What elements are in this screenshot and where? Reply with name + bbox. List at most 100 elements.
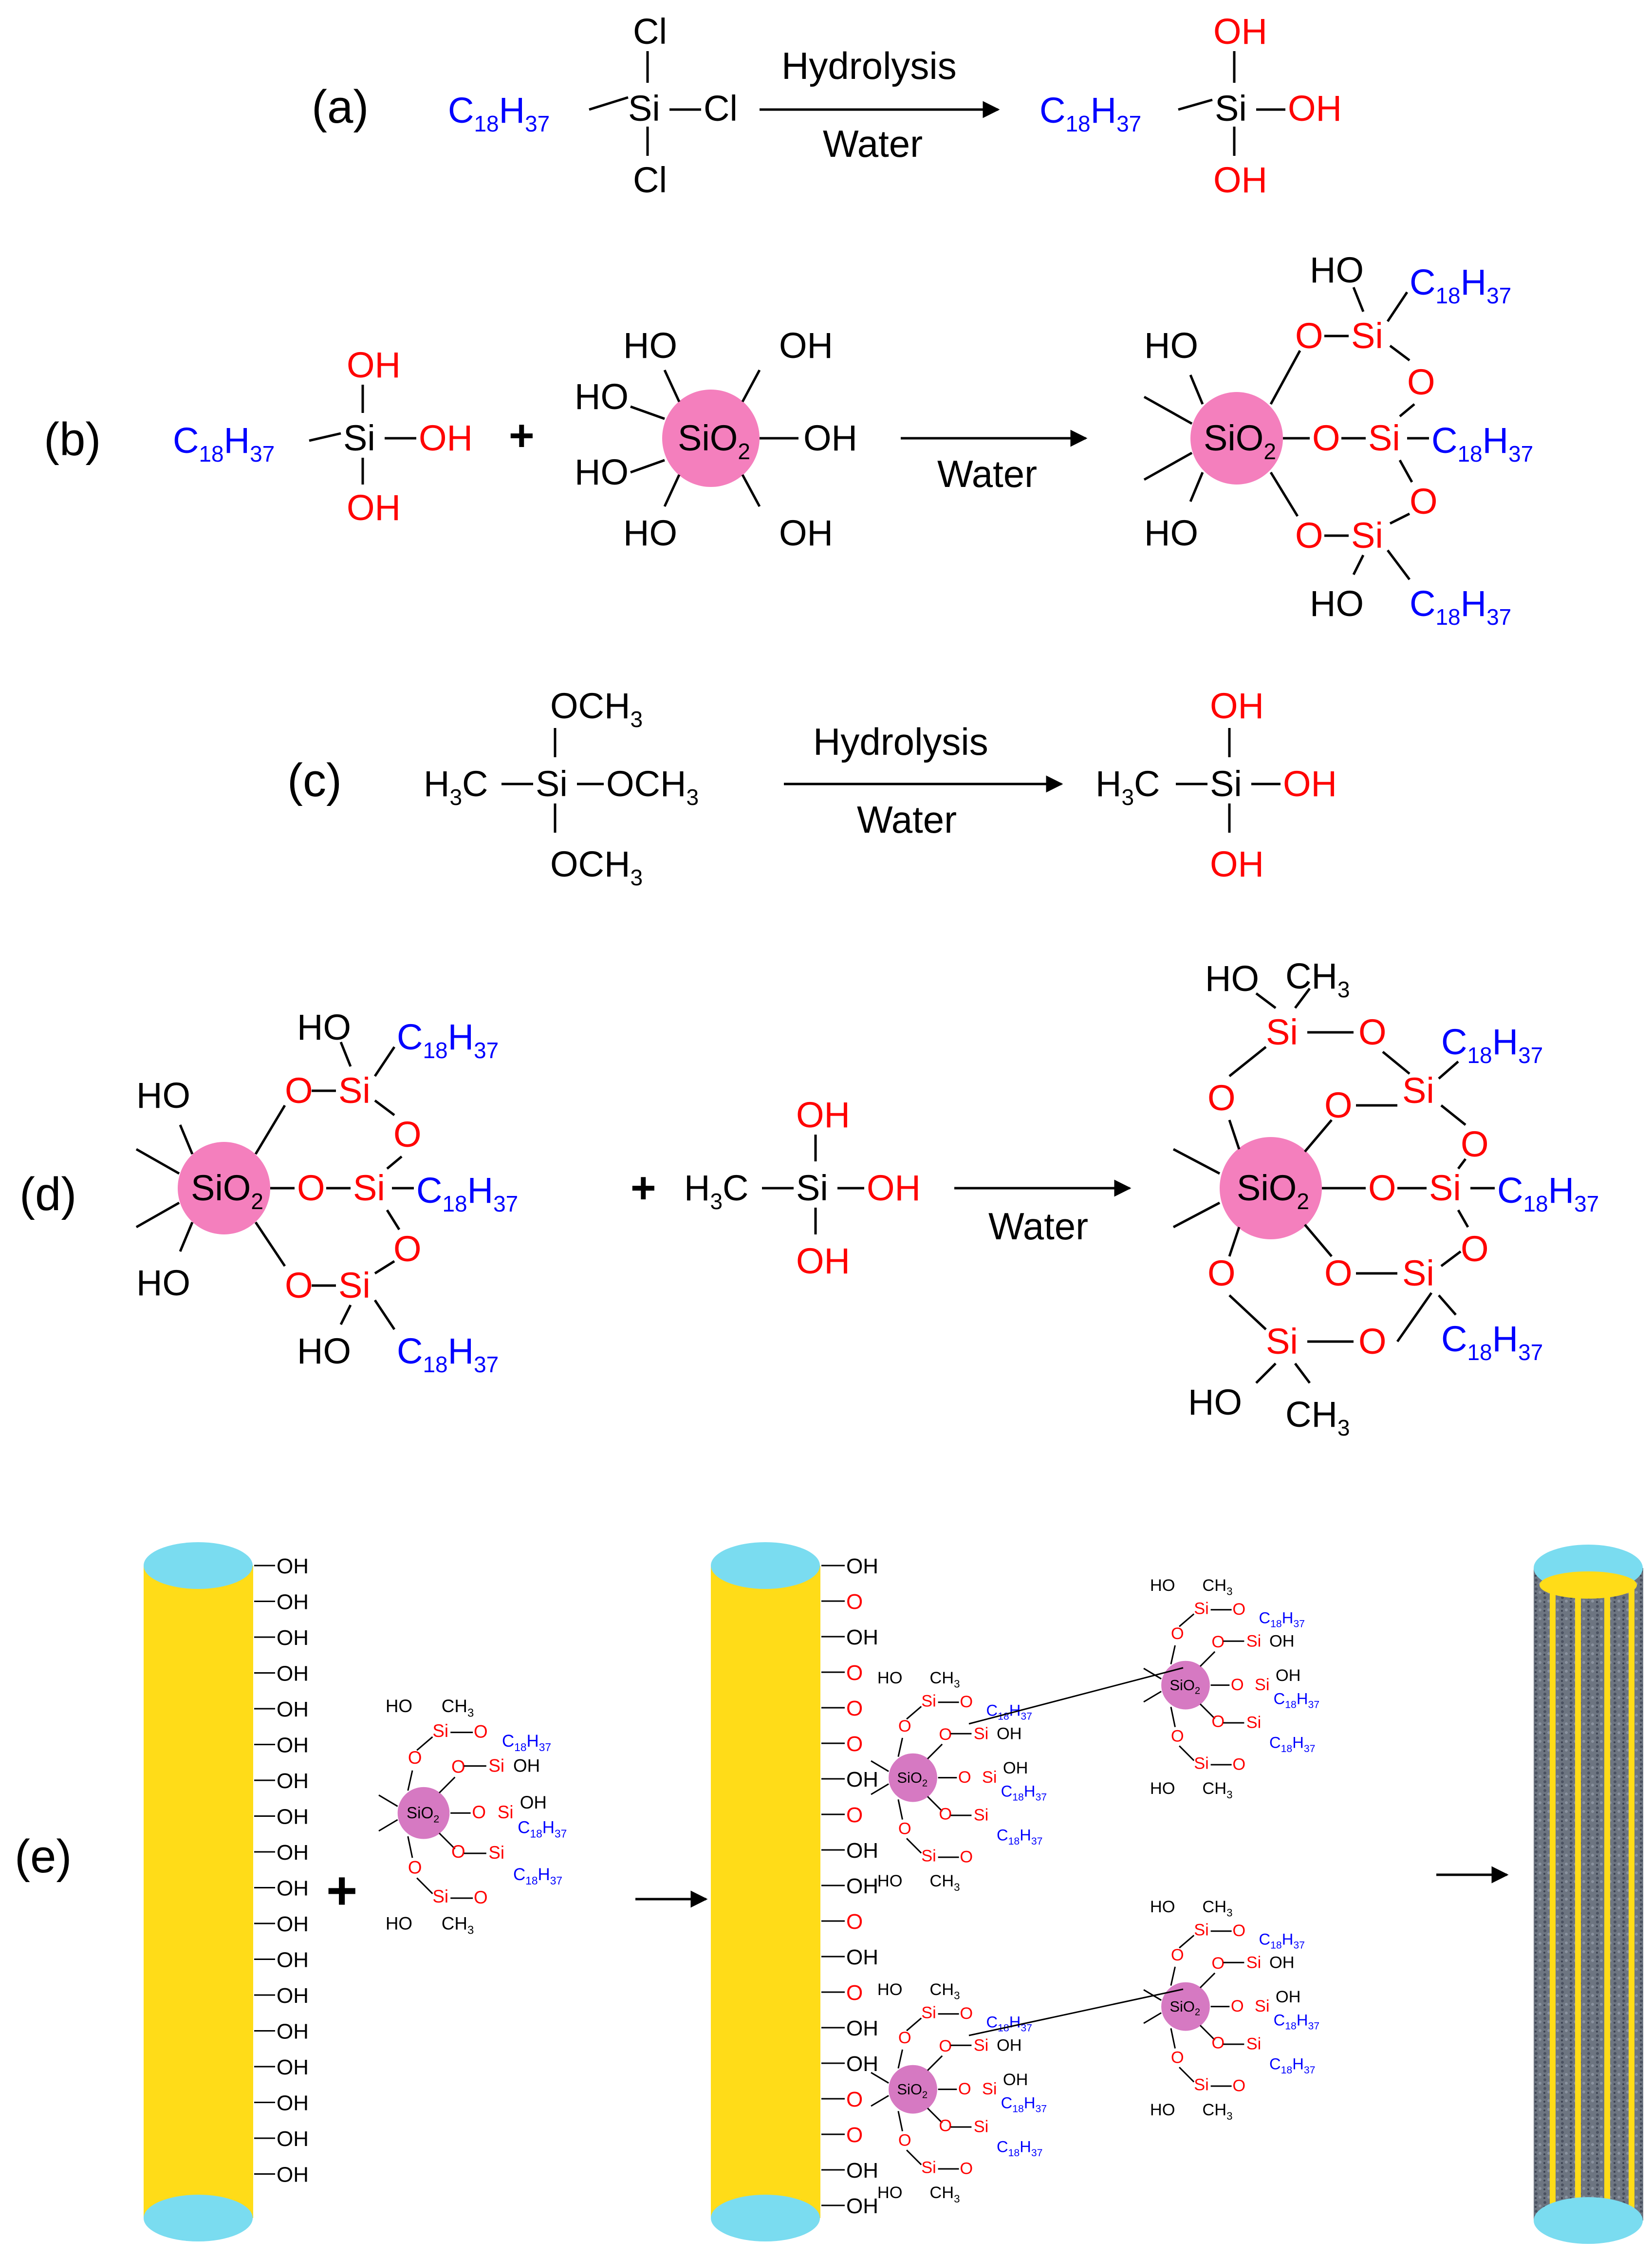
alkyl-group: C18H37: [1259, 1930, 1305, 1951]
oxygen-atom: O: [1171, 1624, 1184, 1643]
alkyl-group: C18H37: [1269, 1734, 1315, 1754]
oxygen-atom: O: [898, 2029, 911, 2047]
oxygen-atom: O: [1232, 2076, 1245, 2095]
oxygen-atom: O: [1171, 1946, 1184, 1964]
oxygen-atom: O: [1295, 316, 1323, 356]
silicon-atom: Si: [488, 1843, 504, 1863]
oxygen-atom: O: [846, 1697, 863, 1720]
silicon-atom: Si: [982, 1768, 997, 1787]
silica-label: SiO2: [897, 1769, 928, 1789]
silicon-atom: Si: [921, 2003, 936, 2022]
oxygen-atom: O: [1211, 2034, 1225, 2053]
hydroxyl-group: HO: [575, 452, 629, 492]
hydroxyl-group: HO: [1150, 1576, 1175, 1595]
panel-label-b: (b): [44, 413, 101, 466]
panel-label-d: (d): [19, 1168, 76, 1220]
hydroxyl-group: OH: [997, 2036, 1022, 2054]
alkyl-group: C18H37: [1274, 1689, 1319, 1710]
hydroxyl-group: OH: [277, 1698, 309, 1721]
oxygen-atom: O: [393, 1229, 422, 1269]
grafted-silica-product: SiO2 HO HO O Si HO C18H37 O O Si C18H37: [1143, 250, 1533, 630]
hydroxyl-group: OH: [277, 1626, 309, 1650]
silicon-atom: Si: [974, 2117, 989, 2136]
oxygen-atom: O: [1231, 1676, 1244, 1694]
oxygen-atom: O: [285, 1265, 313, 1306]
hydroxyl-group: OH: [997, 1724, 1022, 1743]
oxygen-atom: O: [846, 2088, 863, 2111]
alkyl-group: C18H37: [1269, 2055, 1315, 2076]
silicon-atom: Si: [1194, 2076, 1209, 2094]
hydroxyl-group: HO: [1144, 325, 1198, 366]
hydroxyl-group: OH: [277, 1805, 309, 1829]
hydroxyl-group: OH: [277, 1769, 309, 1793]
chlorine-atom: Cl: [633, 160, 667, 200]
silica-label: SiO2: [1204, 418, 1276, 464]
hydroxyl-group: OH: [846, 2159, 878, 2183]
oxygen-atom: O: [898, 1820, 911, 1838]
arrow-label-water: Water: [857, 798, 957, 841]
oxygen-atom: O: [1312, 418, 1340, 458]
silicon-atom: Si: [1266, 1321, 1298, 1362]
hydroxyl-group: OH: [277, 1984, 309, 2008]
hydroxyl-group: OH: [779, 325, 833, 366]
alkyl-group: C18H37: [173, 420, 275, 467]
hydroxyl-group: HO: [1144, 513, 1198, 553]
hydroxyl-group: OH: [277, 1554, 309, 1578]
silicon-atom: Si: [982, 2080, 997, 2098]
silicon-atom: Si: [1255, 1997, 1270, 2015]
chlorine-atom: Cl: [704, 88, 738, 129]
hydroxyl-group: OH: [846, 1625, 878, 1649]
oxygen-atom: O: [898, 1717, 911, 1735]
silicon-atom: Si: [921, 1847, 936, 1866]
silicon-atom: Si: [498, 1802, 514, 1822]
silicon-atom: Si: [1266, 1012, 1298, 1052]
silica-label: SiO2: [897, 2081, 928, 2101]
silicon-atom: Si: [432, 1721, 448, 1741]
oxygen-atom: O: [846, 1910, 863, 1934]
hydroxyl-group: OH: [846, 2052, 878, 2076]
silica-nanoparticle: [397, 1787, 450, 1839]
hydroxyl-group: OH: [277, 1662, 309, 1686]
silicon-atom: Si: [1246, 1713, 1262, 1732]
methyl-group: H3C: [684, 1168, 749, 1214]
hydroxyl-group: HO: [297, 1007, 351, 1047]
alkyl-group: C18H37: [416, 1170, 518, 1216]
methyl-group: CH3: [1202, 1779, 1232, 1801]
hydroxyl-group: OH: [277, 1590, 309, 1614]
hydroxyl-group: OH: [846, 1874, 878, 1898]
silicon-atom: Si: [1402, 1253, 1434, 1293]
methyl-group: CH3: [1202, 1898, 1232, 1919]
hydroxyl-group: HO: [386, 1696, 412, 1716]
hydroxyl-group: OH: [796, 1241, 850, 1281]
silicon-atom: Si: [628, 88, 660, 129]
alkyl-group: C18H37: [997, 1826, 1042, 1847]
fiber-cap: [144, 1542, 253, 1589]
hydroxyl-group: OH: [513, 1756, 540, 1776]
hydroxyl-group: OH: [1269, 1953, 1295, 1972]
oxygen-atom: O: [846, 1981, 863, 2005]
hydroxyl-group: HO: [1188, 1382, 1242, 1422]
oxygen-atom: O: [408, 1857, 422, 1877]
silicon-atom: Si: [1255, 1676, 1270, 1694]
hydroxyl-group: OH: [1276, 1988, 1301, 2006]
silicon-atom: Si: [921, 1692, 936, 1710]
plus-sign: +: [631, 1164, 656, 1213]
hydroxyl-group: HO: [575, 376, 629, 417]
oxygen-atom: O: [960, 1693, 973, 1711]
hydroxyl-group: HO: [1150, 2101, 1175, 2119]
silica-label: SiO2: [1237, 1168, 1309, 1214]
oxygen-atom: O: [1211, 1713, 1225, 1731]
silica-label: SiO2: [191, 1168, 263, 1214]
hydroxyl-group: OH: [796, 1095, 850, 1135]
silicon-atom: Si: [1210, 764, 1242, 804]
hydroxyl-group: OH: [419, 418, 473, 458]
hydroxyl-group: HO: [1310, 583, 1364, 624]
silicon-atom: Si: [921, 2159, 936, 2177]
oxygen-atom: O: [939, 1805, 952, 1824]
silicon-atom: Si: [974, 1724, 989, 1743]
oxygen-atom: O: [297, 1168, 325, 1208]
